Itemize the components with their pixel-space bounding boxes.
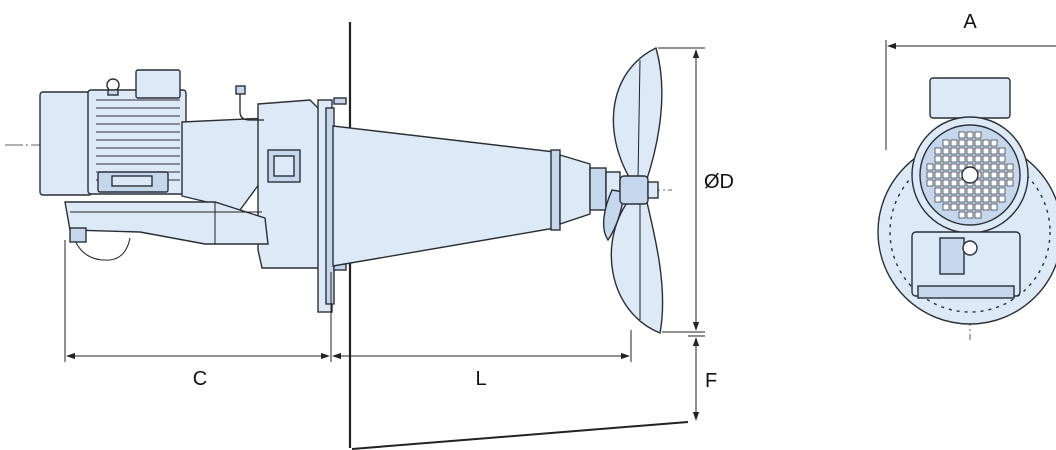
dimension-l: L — [332, 330, 632, 390]
dim-label-l: L — [475, 368, 486, 390]
dim-label-a: A — [963, 11, 977, 33]
motor — [39, 69, 187, 196]
dimension-d: ØD — [658, 47, 734, 333]
dim-label-d: ØD — [704, 171, 734, 193]
dimension-c: C — [64, 240, 332, 390]
dimension-a: A — [885, 11, 1056, 150]
propeller — [602, 47, 664, 334]
dimension-f: F — [688, 335, 717, 421]
mixer-side-view — [5, 47, 672, 334]
base-frame — [64, 201, 269, 261]
dim-label-f: F — [705, 370, 717, 392]
dim-label-c: C — [193, 368, 207, 390]
mixer-front-view — [877, 77, 1056, 340]
floor-line — [351, 421, 689, 450]
conical-sleeve — [332, 125, 621, 267]
